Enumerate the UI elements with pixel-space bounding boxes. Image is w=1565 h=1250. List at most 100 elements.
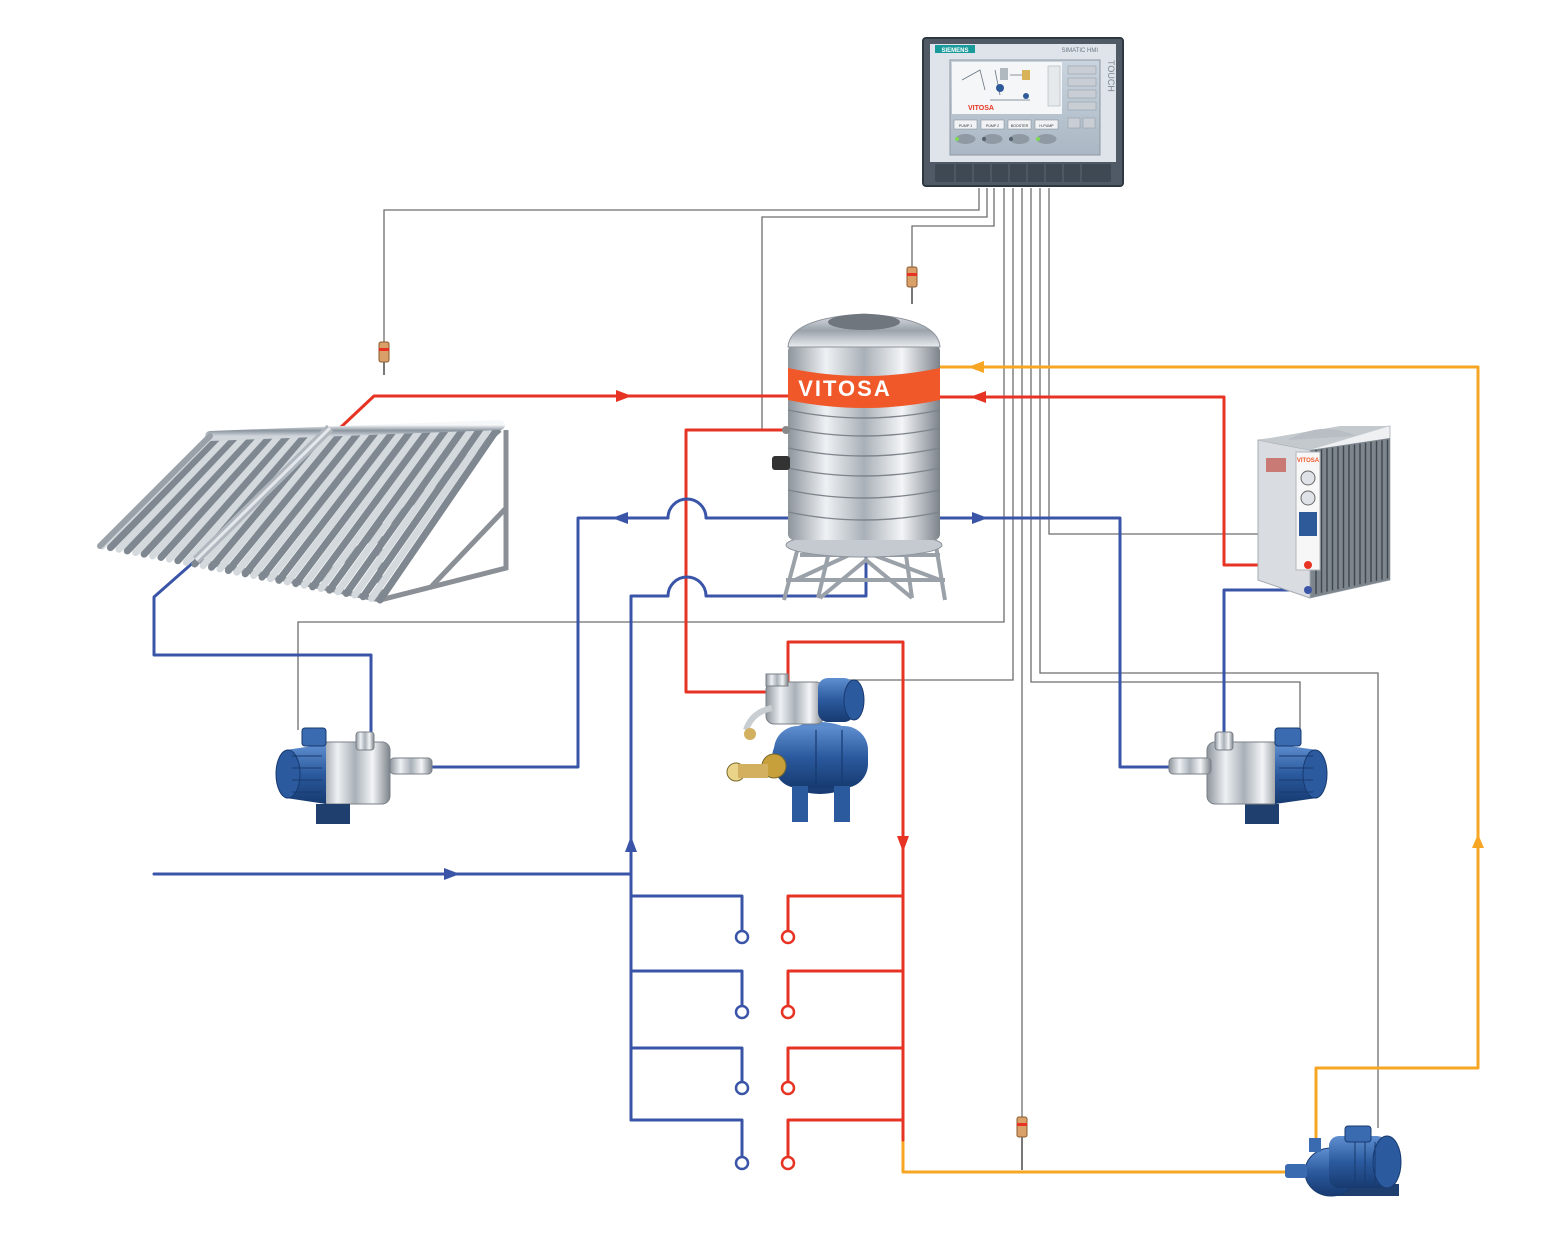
arrow-heatpump-hot: [970, 391, 986, 403]
booster-pump-icon[interactable]: [726, 673, 868, 822]
solar-hot-pipe: [338, 394, 792, 430]
cold-outlet-icon: [734, 929, 750, 945]
cold-outlet-icon: [734, 1004, 750, 1020]
hmi-screen-button[interactable]: [1007, 119, 1032, 130]
hot-outlet-branches: [786, 894, 905, 1158]
wire-tank-sensor: [911, 188, 995, 268]
hmi-touch-label: TOUCH: [1106, 60, 1116, 92]
cold-riser-pipe: [629, 523, 868, 1122]
hmi-status-led: [982, 137, 986, 141]
hmi-brand-label: SIEMENS: [941, 48, 968, 54]
collector-tube: [174, 429, 295, 565]
arrow-tank-to-heatpump: [972, 512, 988, 524]
cold-outlet-branches: [629, 894, 744, 1158]
collector-tube: [258, 426, 382, 581]
solar-pump-to-collector-pipe: [152, 558, 373, 742]
temperature-sensor-icon: [1016, 1116, 1028, 1170]
collector-tube: [368, 421, 495, 602]
temperature-sensor-icon: [906, 266, 918, 304]
collector-tube: [115, 431, 233, 553]
tank-to-heatpump-pump-pipe: [938, 516, 1174, 769]
wire-circulation-pump: [1039, 188, 1379, 1128]
cold-outlet-icon: [734, 1155, 750, 1171]
centrifugal-pump-icon[interactable]: [275, 727, 433, 824]
hmi-status-led: [1036, 137, 1040, 141]
hmi-status-indicator: [1009, 134, 1030, 144]
collector-tube: [250, 426, 373, 579]
hmi-status-indicator: [982, 134, 1003, 144]
collector-tube: [283, 425, 408, 586]
collector-tube: [165, 429, 286, 563]
arrow-cold-up: [625, 836, 637, 852]
hmi-screen-button[interactable]: [953, 119, 978, 130]
arrow-tank-to-solar: [612, 512, 628, 524]
collector-tube: [334, 423, 460, 596]
collector-tube: [317, 423, 443, 593]
hmi-screen-logo: VITOSA: [968, 105, 994, 112]
collector-tube: [132, 431, 251, 557]
arrow-cold-inlet: [444, 868, 460, 880]
hmi-model-label: SIMATIC HMI: [1061, 48, 1098, 54]
collector-tube: [216, 427, 338, 573]
collector-tube: [376, 421, 504, 604]
recirc-supply-pipe: [938, 365, 1480, 1152]
hmi-screen-button-label: H-PUMP: [1039, 124, 1054, 128]
wire-solar-pump: [297, 188, 1005, 730]
heat-pump-brand-label: VITOSA: [1297, 458, 1320, 464]
cold-outlet-icon: [734, 1080, 750, 1096]
hmi-screen-button-label: PUMP 1: [959, 124, 972, 128]
collector-tube: [123, 431, 242, 555]
tank-to-booster-pipe: [684, 428, 792, 694]
recirc-return-pipe: [901, 1138, 1292, 1174]
collector-tube: [241, 426, 364, 578]
wire-heatpump-pump: [1030, 188, 1301, 730]
arrow-recirc-up: [1472, 834, 1484, 848]
collector-tube: [309, 424, 434, 591]
piping: [152, 361, 1484, 1174]
outlet-taps: [734, 929, 796, 1171]
hmi-screen-button[interactable]: [980, 119, 1005, 130]
hot-outlet-icon: [780, 929, 796, 945]
arrow-recirc-left: [968, 361, 984, 373]
collector-tube: [182, 429, 303, 566]
heatpump-hot-pipe: [938, 395, 1310, 567]
collector-tube: [275, 425, 399, 584]
collector-tube: [233, 427, 356, 576]
heat-pump-icon: VITOSA: [1257, 425, 1391, 599]
arrow-solar-hot: [616, 390, 632, 402]
collector-tube: [300, 424, 425, 589]
hot-outlet-icon: [780, 1004, 796, 1020]
collector-tube: [266, 425, 391, 583]
wire-heat-pump: [1048, 188, 1258, 535]
collector-tube: [140, 430, 260, 558]
collector-tube: [359, 422, 487, 601]
hmi-pump-buttons: PUMP 1 PUMP 2 BOOSTER H-PUMP: [953, 119, 1059, 144]
hmi-status-led: [1009, 137, 1013, 141]
control-wiring: [297, 188, 1379, 1128]
collector-tube: [106, 432, 225, 552]
hmi-screen-button-label: BOOSTER: [1011, 124, 1029, 128]
arrow-hot-down: [897, 836, 909, 852]
collector-tube: [342, 422, 469, 597]
hmi-status-led: [955, 137, 959, 141]
tank-brand-label: VITOSA: [798, 376, 892, 401]
tank-to-solar-pump-pipe: [430, 497, 794, 769]
hmi-screen-button[interactable]: [1034, 119, 1059, 130]
collector-tube: [157, 430, 277, 561]
collector-tube: [292, 424, 417, 588]
collector-tube: [351, 422, 478, 599]
temperature-sensors: [378, 266, 1028, 1170]
temperature-sensor-icon: [378, 341, 390, 375]
hmi-screen-button-label: PUMP 2: [986, 124, 999, 128]
centrifugal-pump-icon[interactable]: [1168, 727, 1328, 824]
solar-collector-icon: [97, 420, 509, 604]
booster-hot-supply-pipe: [786, 640, 905, 1142]
collector-tube: [325, 423, 452, 594]
hmi-status-indicator: [1036, 134, 1057, 144]
wire-booster-pump: [826, 188, 1014, 681]
hot-outlet-icon: [780, 1155, 796, 1171]
circulation-pump-icon[interactable]: [1285, 1125, 1402, 1197]
collector-tube: [224, 427, 347, 575]
